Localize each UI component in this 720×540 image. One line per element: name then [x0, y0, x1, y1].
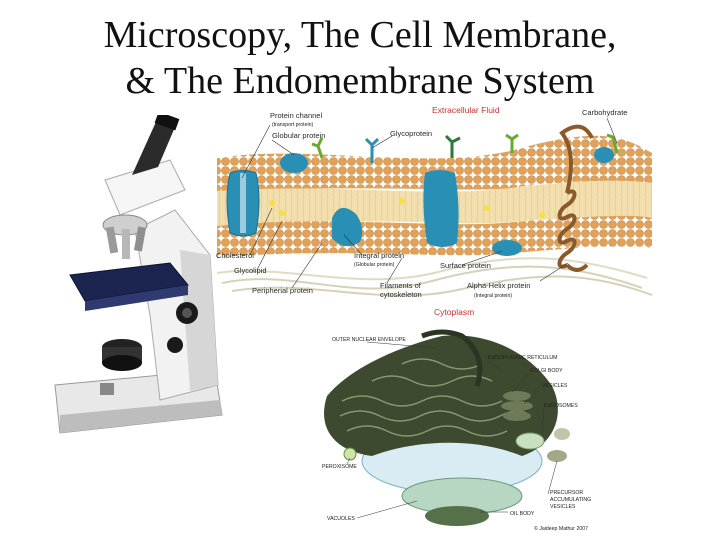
microscope-image [54, 115, 223, 434]
label-alpha-helix: Alpha-Helix protein [467, 281, 530, 290]
slide-title-line-2: & The Endomembrane System [125, 60, 595, 102]
slide-title: Microscopy, The Cell Membrane, & The End… [0, 12, 720, 104]
alpha-helix-protein [557, 189, 577, 269]
label-cytoskeleton: cytoskeleton [380, 290, 422, 299]
label-accumulating: ACCUMULATING [550, 497, 591, 503]
label-protein-channel: Protein channel [270, 111, 322, 120]
label-vesicles-2: VESICLES [550, 504, 576, 510]
label-integral-protein: Integral protein [354, 251, 404, 260]
label-cytoplasm: Cytoplasm [434, 307, 474, 317]
label-glycoprotein: Glycoprotein [390, 129, 432, 138]
label-precursor: PRECURSOR [550, 490, 583, 496]
oil-body-shape [425, 506, 489, 526]
label-vacuoles: VACUOLES [327, 516, 355, 522]
globular-protein [280, 153, 308, 173]
label-cholesterol: Cholesterol [216, 251, 254, 260]
label-surface-protein: Surface protein [440, 261, 491, 270]
label-endosomes: ENDOSOMES [544, 403, 578, 409]
label-glycolipid: Glycolipid [234, 266, 267, 275]
label-endoplasmic-reticulum: ENDOPLASMIC RETICULUM [488, 355, 557, 361]
label-vesicles: VESICLES [542, 383, 568, 389]
integral-protein [332, 207, 363, 247]
label-carbohydrate: Carbohydrate [582, 108, 627, 117]
label-peripheral-protein: Peripherial protein [252, 286, 313, 295]
transmembrane-protein [423, 170, 459, 247]
label-integral-protein-sub: (Globular protein) [354, 262, 395, 268]
golgi-body-shape [501, 391, 533, 421]
label-filaments: Filaments of [380, 281, 422, 290]
label-golgi-body: GOLGI BODY [530, 368, 563, 374]
label-oil-body: OIL BODY [510, 511, 535, 517]
endomembrane-diagram: OUTER NUCLEAR ENVELOPE ENDOPLASMIC RETIC… [322, 329, 591, 532]
glycoprotein [364, 137, 380, 163]
label-protein-channel-sub: (transport protein) [272, 122, 314, 128]
microscope-logo [100, 383, 114, 395]
slide-title-line-1: Microscopy, The Cell Membrane, [103, 14, 617, 56]
label-peroxisome: PEROXISOME [322, 464, 357, 470]
cell-membrane-diagram: Extracellular Fluid Carbohydrate Protein… [216, 105, 653, 317]
label-credit: © Jaideep Mathur 2007 [534, 525, 588, 532]
label-globular-protein: Globular protein [272, 131, 325, 140]
peroxisome-shape [343, 447, 357, 461]
label-extracellular-fluid: Extracellular Fluid [432, 105, 500, 115]
label-outer-nuclear-envelope: OUTER NUCLEAR ENVELOPE [332, 337, 406, 343]
label-alpha-helix-sub: (Integral protein) [474, 293, 512, 299]
surface-protein [492, 240, 522, 256]
